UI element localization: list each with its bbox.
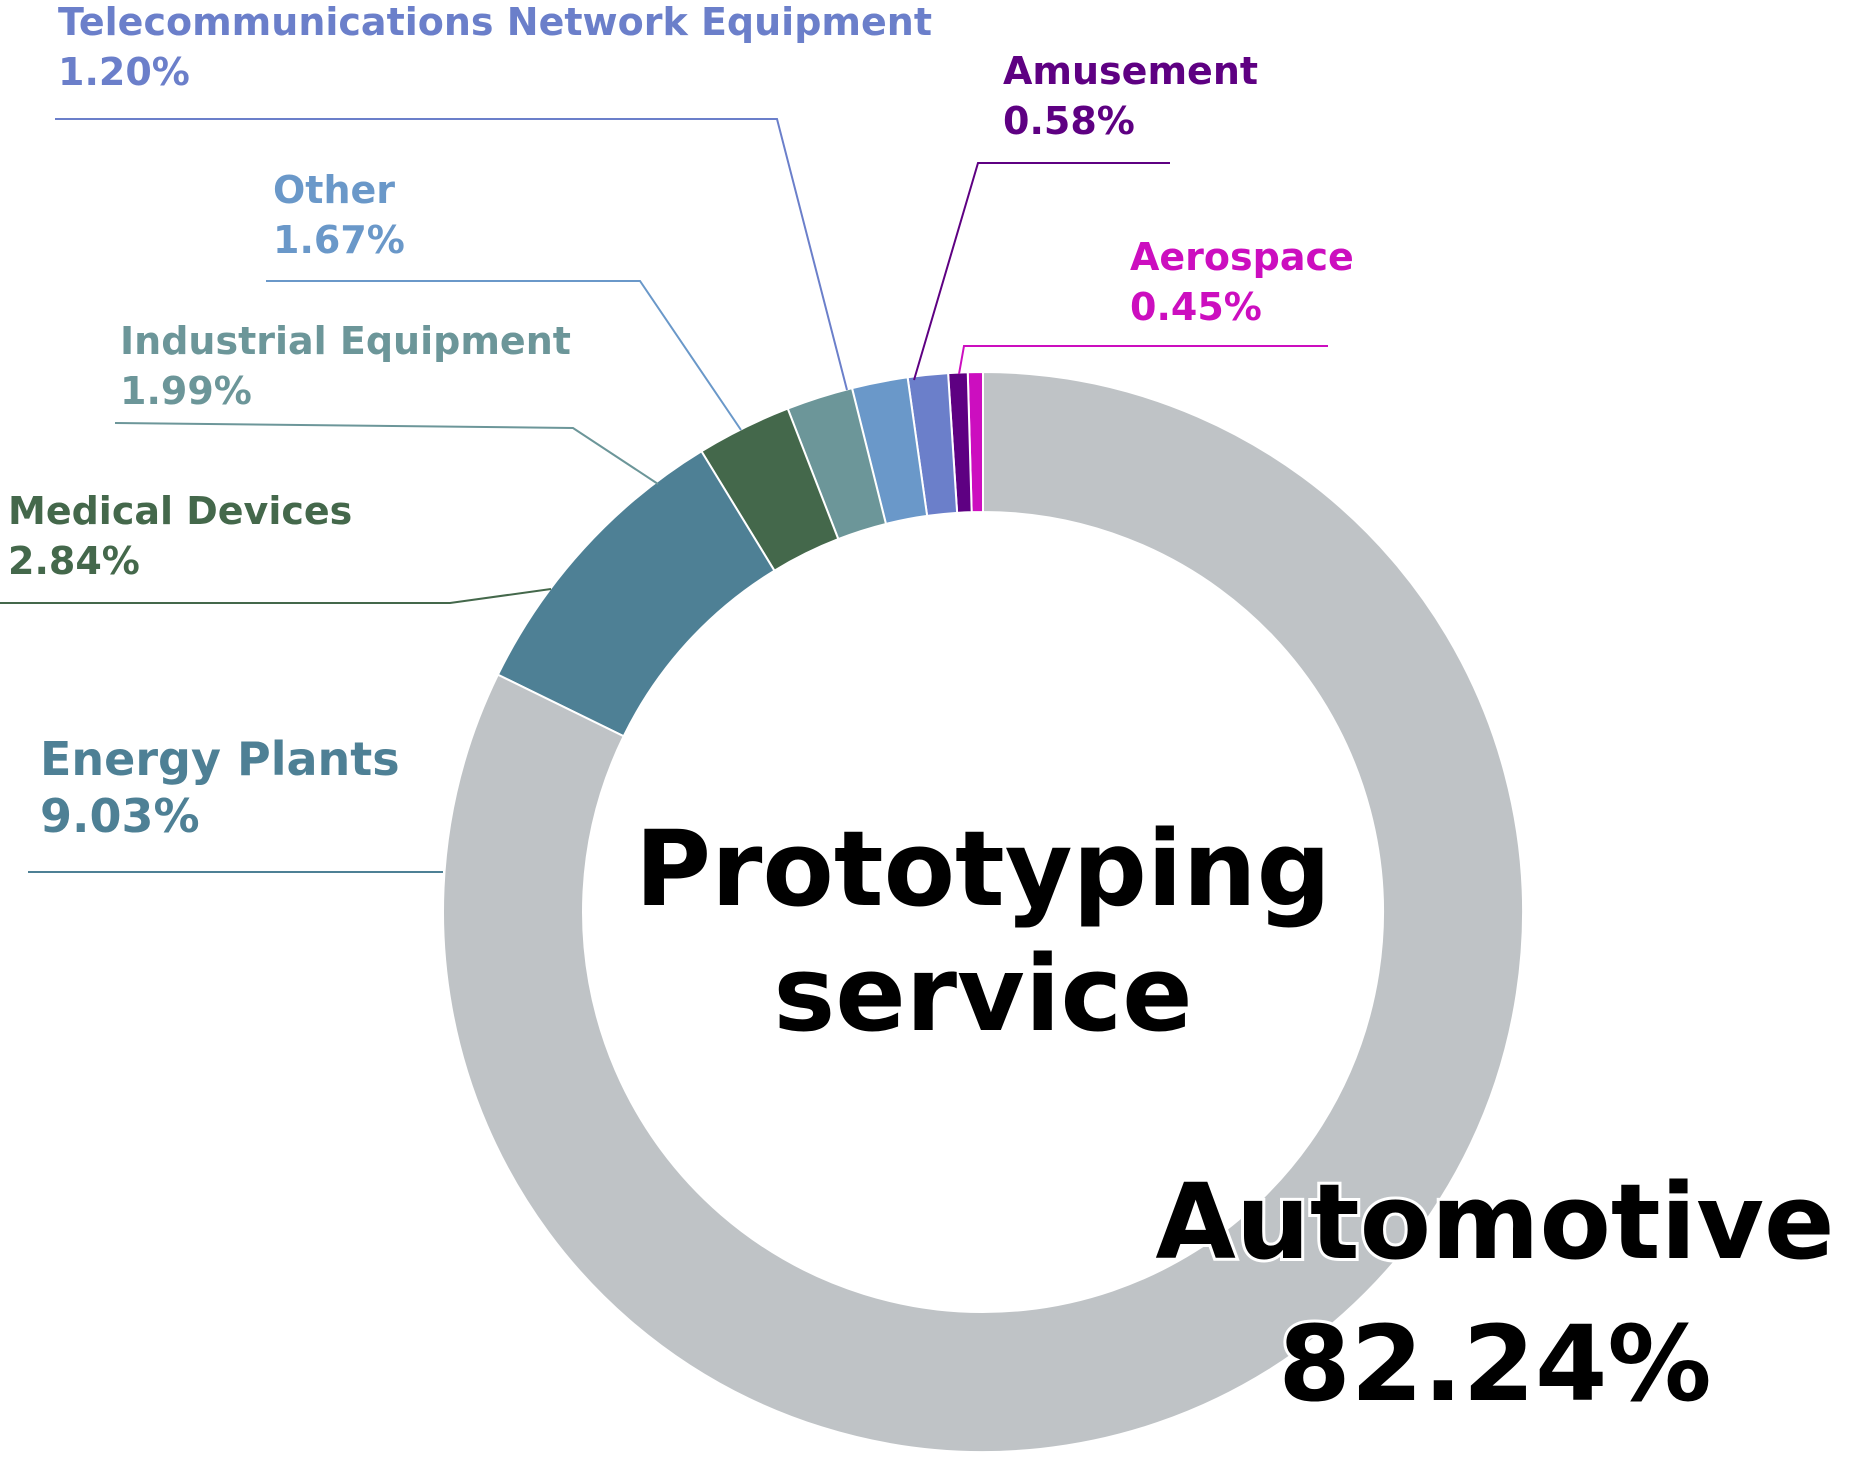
slice-percent-industrial-equipment: 1.99% [120,369,252,413]
slice-name-energy-plants: Energy Plants [40,732,400,786]
slice-name-other: Other [273,168,395,212]
leader-line-telecommunications-network-equipment [55,118,848,391]
slice-percent-aerospace: 0.45% [1130,285,1262,329]
leader-line-amusement [913,162,1170,381]
leader-line-medical-devices [0,588,552,604]
leader-line-industrial-equipment [114,422,659,485]
slice-name-aerospace: Aerospace [1130,235,1354,279]
slice-name-automotive: Automotive [1155,1161,1834,1283]
slice-percent-energy-plants: 9.03% [40,789,200,843]
leader-line-other [266,280,742,431]
center-title-line-1: Prototyping [635,808,1331,930]
slice-name-industrial-equipment: Industrial Equipment [120,319,571,363]
slice-automotive [442,370,1524,1453]
center-title-line-2: service [773,933,1192,1055]
slice-percent-telecommunications-network-equipment: 1.20% [58,50,190,94]
slice-percent-amusement: 0.58% [1003,99,1135,143]
slice-name-telecommunications-network-equipment: Telecommunications Network Equipment [58,0,932,44]
slice-percent-medical-devices: 2.84% [8,539,140,583]
leader-line-group [0,118,1328,873]
slice-name-medical-devices: Medical Devices [8,489,352,533]
slice-percent-other: 1.67% [273,218,405,262]
leader-line-aerospace [958,345,1328,375]
slice-name-amusement: Amusement [1003,49,1258,93]
slice-group [442,370,1524,1453]
slice-percent-automotive: 82.24% [1278,1303,1711,1425]
